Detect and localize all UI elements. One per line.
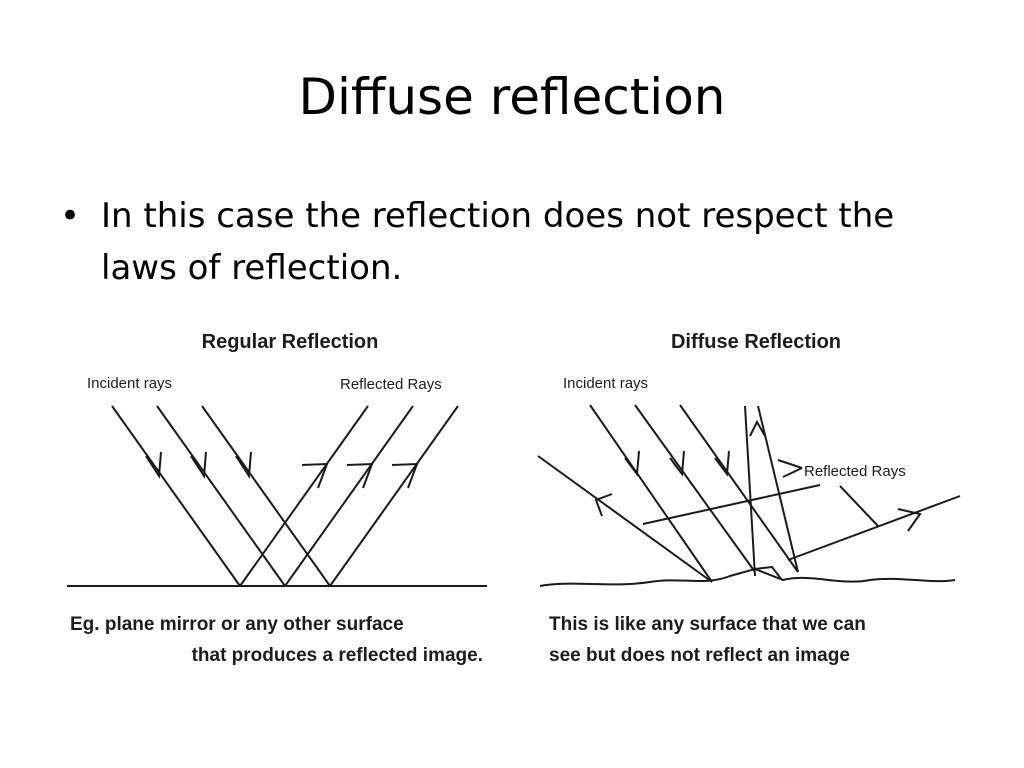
- diffuse-reflected-ray: [642, 484, 821, 525]
- diffuse-reflected-ray: [744, 405, 756, 577]
- diffuse-incident-ray: [679, 404, 799, 573]
- regular-heading: Regular Reflection: [202, 331, 379, 353]
- regular-reflected-ray: [284, 405, 414, 587]
- regular-reflection-panel: Regular Reflection Incident rays Reflect…: [67, 331, 487, 666]
- diffuse-reflected-ray: [537, 455, 713, 583]
- arrow-icon: [669, 450, 685, 477]
- arrow-icon: [346, 462, 374, 489]
- diffuse-reflected-ray: [757, 405, 799, 573]
- slide-title: Diffuse reflection: [298, 68, 726, 126]
- diffuse-reflection-panel: Diffuse Reflection Incident rays Reflect…: [537, 331, 961, 666]
- diffuse-incident-ray: [634, 404, 756, 573]
- regular-caption-line1: Eg. plane mirror or any other surface: [70, 614, 404, 635]
- regular-incident-ray: [156, 405, 286, 587]
- reflection-figure: Regular Reflection Incident rays Reflect…: [50, 318, 975, 678]
- arrow-icon: [714, 450, 730, 477]
- arrow-icon: [145, 451, 162, 479]
- regular-caption-line2: that produces a reflected image.: [192, 645, 483, 666]
- diffuse-caption-line2: see but does not reflect an image: [549, 645, 850, 666]
- arrow-icon: [749, 419, 766, 437]
- arrow-icon: [235, 451, 252, 479]
- regular-incident-ray: [111, 405, 241, 587]
- regular-incident-label: Incident rays: [87, 375, 172, 392]
- label-pointer: [839, 485, 879, 527]
- diffuse-reflected-label: Reflected Rays: [804, 463, 906, 480]
- diffuse-caption-line1: This is like any surface that we can: [549, 614, 866, 635]
- arrow-icon: [624, 450, 640, 477]
- arrow-icon: [190, 451, 207, 479]
- arrow-icon: [594, 493, 613, 517]
- diffuse-incident-label: Incident rays: [563, 375, 648, 392]
- diffuse-heading: Diffuse Reflection: [671, 331, 841, 353]
- label-pointer: [777, 459, 803, 469]
- bullet-item: • In this case the reflection does not r…: [60, 190, 970, 294]
- rough-surface: [539, 567, 956, 587]
- arrow-icon: [301, 462, 329, 489]
- arrow-icon: [391, 462, 419, 489]
- regular-reflected-ray: [329, 405, 459, 587]
- bullet-dot-icon: •: [60, 196, 81, 236]
- surface-bump: [754, 565, 783, 581]
- label-pointer: [782, 467, 803, 478]
- bullet-text: In this case the reflection does not res…: [101, 196, 895, 288]
- regular-reflected-ray: [239, 405, 369, 587]
- regular-incident-ray: [201, 405, 331, 587]
- arrow-icon: [897, 508, 922, 532]
- reflection-diagram: Regular Reflection Incident rays Reflect…: [67, 331, 961, 666]
- diffuse-incident-ray: [589, 404, 713, 583]
- regular-reflected-label: Reflected Rays: [340, 376, 442, 393]
- diffuse-reflected-ray: [787, 495, 961, 561]
